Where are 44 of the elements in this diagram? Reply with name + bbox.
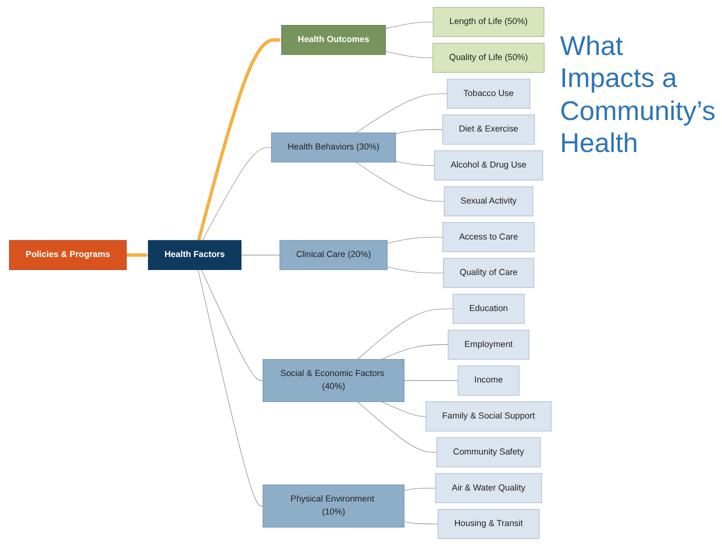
node-box: Sexual Activity bbox=[444, 186, 533, 216]
node-box: Policies & Programs bbox=[8, 240, 126, 270]
connector bbox=[404, 488, 436, 491]
title: What Impacts a Community’s Health bbox=[560, 30, 715, 160]
connector bbox=[381, 401, 426, 417]
node-box: Tobacco Use bbox=[446, 78, 530, 109]
connector bbox=[357, 308, 453, 360]
connector bbox=[200, 269, 263, 381]
node-box: Housing & Transit bbox=[437, 509, 540, 539]
node-box: Physical Environment (10%) bbox=[262, 484, 404, 528]
connector bbox=[355, 162, 444, 202]
connector bbox=[386, 266, 444, 274]
connector bbox=[404, 521, 438, 524]
connector bbox=[385, 22, 434, 29]
node-box: Health Outcomes bbox=[280, 25, 386, 55]
node-box: Education bbox=[452, 294, 524, 324]
connector bbox=[197, 269, 263, 506]
node-box: Clinical Care (20%) bbox=[279, 240, 388, 270]
connector bbox=[404, 380, 458, 381]
node-box: Quality of Care bbox=[442, 258, 534, 288]
node-box: Access to Care bbox=[442, 222, 534, 252]
node-box: Diet & Exercise bbox=[442, 114, 535, 145]
connector bbox=[202, 147, 272, 241]
connector bbox=[355, 93, 448, 134]
connector bbox=[386, 236, 443, 244]
node-box: Community Safety bbox=[436, 437, 540, 468]
node-box: Income bbox=[457, 366, 520, 396]
arrow bbox=[126, 252, 148, 258]
connector bbox=[381, 344, 448, 360]
node-box: Length of Life (50%) bbox=[432, 7, 544, 37]
node-box: Health Factors bbox=[148, 240, 242, 270]
node-box: Health Behaviors (30%) bbox=[270, 132, 396, 162]
node-box: Air & Water Quality bbox=[434, 473, 542, 504]
node-box: Family & Social Support bbox=[425, 401, 552, 432]
connector bbox=[240, 254, 280, 256]
node-box: Employment bbox=[448, 330, 529, 360]
connector bbox=[385, 51, 433, 58]
node-box: Alcohol & Drug Use bbox=[434, 150, 543, 180]
node-box: Quality of Life (50%) bbox=[432, 42, 544, 73]
node-box: Social & Economic Factors (40%) bbox=[262, 359, 404, 402]
connector bbox=[395, 160, 434, 166]
connector bbox=[357, 401, 437, 453]
connector bbox=[395, 129, 443, 134]
arrow bbox=[196, 38, 282, 241]
